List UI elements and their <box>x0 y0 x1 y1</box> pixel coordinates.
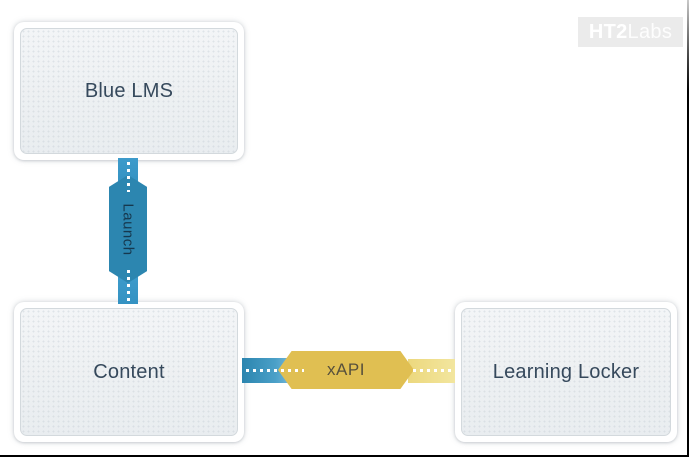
frame-line-right <box>687 0 689 457</box>
node-learning-locker: Learning Locker <box>455 302 677 442</box>
launch-dotted-line-top <box>127 162 130 192</box>
node-content: Content <box>14 302 244 442</box>
frame-line-bottom <box>0 455 689 457</box>
node-content-body: Content <box>20 308 238 436</box>
ht2labs-logo-bold-text: HT2 <box>588 20 628 43</box>
node-blue-lms-body: Blue LMS <box>20 28 238 154</box>
node-content-label: Content <box>93 360 165 383</box>
ht2labs-logo-light-text: Labs <box>627 20 673 43</box>
node-learning-locker-label: Learning Locker <box>492 360 640 383</box>
launch-ribbon-down-arrow: Launch <box>109 175 147 283</box>
node-blue-lms: Blue LMS <box>14 22 244 160</box>
xapi-dotted-line-left <box>246 369 304 372</box>
launch-dotted-line-bottom <box>127 270 130 302</box>
xapi-ribbon-label: xAPI <box>327 360 365 379</box>
node-blue-lms-label: Blue LMS <box>84 79 174 102</box>
launch-ribbon-label: Launch <box>119 202 137 256</box>
node-learning-locker-body: Learning Locker <box>461 308 671 436</box>
xapi-dotted-line-right <box>413 369 453 372</box>
